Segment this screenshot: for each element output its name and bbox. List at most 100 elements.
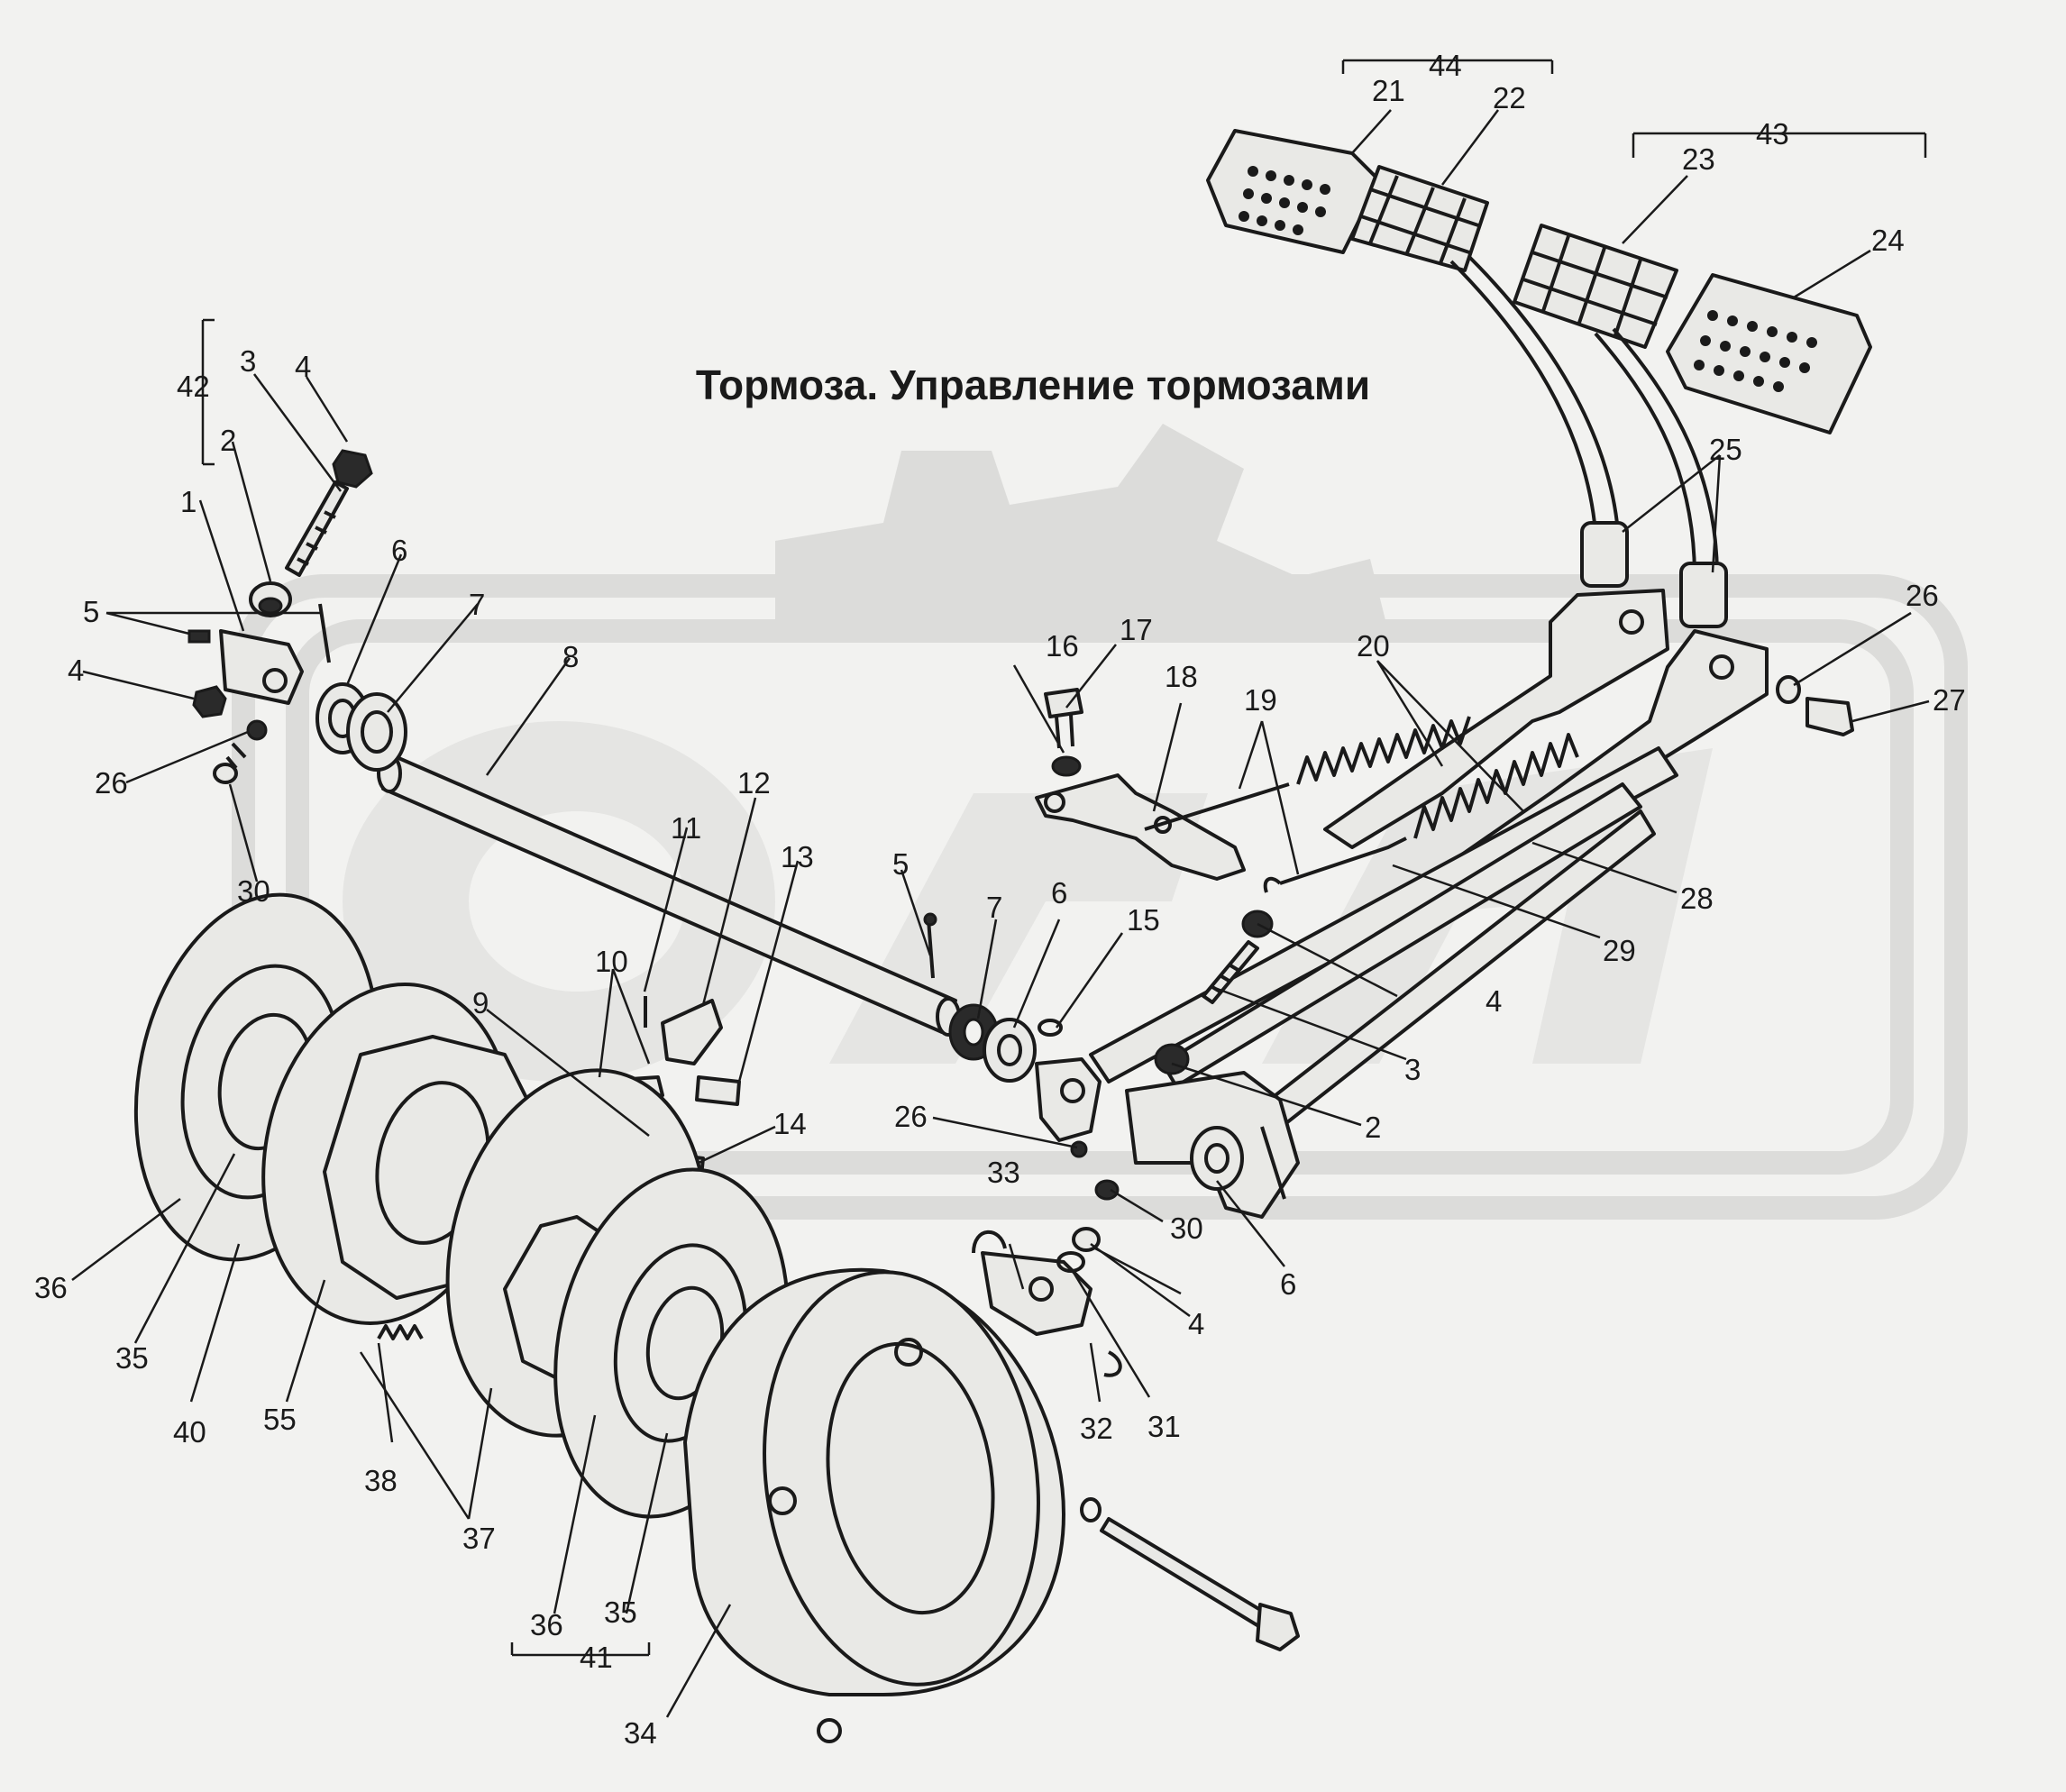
label-5-left: 5 (83, 595, 99, 628)
pedal-pad-22 (1350, 165, 1489, 272)
long-bolt (1080, 1497, 1300, 1651)
lever-right-bracket (1035, 1057, 1102, 1142)
bolt-13 (695, 1075, 741, 1106)
label-14: 14 (773, 1107, 807, 1140)
label-26-right: 26 (1906, 579, 1939, 612)
nut-4-left-top (332, 449, 373, 489)
diagram-title: Тормоза. Управление тормозами (695, 361, 1371, 408)
label-3-right: 3 (1404, 1053, 1421, 1086)
label-18: 18 (1165, 660, 1198, 693)
label-16: 16 (1046, 629, 1079, 663)
label-41: 41 (580, 1641, 613, 1674)
bolt-30-right (1094, 1179, 1120, 1201)
label-33: 33 (987, 1156, 1020, 1189)
pedal-pad-21 (1206, 129, 1381, 254)
label-27: 27 (1933, 683, 1966, 717)
label-1: 1 (180, 485, 197, 518)
label-31: 31 (1147, 1410, 1181, 1443)
washer-26-left (246, 719, 268, 741)
brake-disc-36-left (133, 892, 380, 1262)
label-11: 11 (671, 811, 701, 845)
ring-15 (1038, 1019, 1063, 1037)
label-12: 12 (737, 766, 771, 800)
label-13: 13 (781, 840, 814, 873)
pin-5-middle (923, 912, 937, 979)
washer-26-right (1776, 675, 1801, 704)
label-55: 55 (263, 1403, 297, 1436)
part-labels: 1 2 3 4 42 5 4 26 30 6 7 8 11 12 13 10 9… (34, 49, 1966, 1750)
label-37: 37 (462, 1522, 496, 1555)
label-25: 25 (1709, 433, 1742, 466)
label-8: 8 (562, 640, 579, 673)
label-29: 29 (1603, 934, 1636, 967)
label-21: 21 (1372, 74, 1405, 107)
washer-26-right-lower (1070, 1140, 1088, 1158)
label-20: 20 (1357, 629, 1390, 663)
spring-38 (377, 1324, 424, 1340)
label-22: 22 (1493, 81, 1526, 114)
label-7-left: 7 (469, 588, 485, 621)
label-10: 10 (595, 945, 628, 978)
washer-31 (1056, 1251, 1085, 1273)
label-36-right: 36 (530, 1608, 563, 1641)
bracket-33 (981, 1251, 1092, 1336)
bolt-3-left (285, 480, 349, 577)
label-4-left-top: 4 (295, 350, 311, 383)
label-4-left-bottom: 4 (68, 654, 84, 687)
bushing-6-middle (983, 1018, 1037, 1083)
label-19: 19 (1244, 683, 1277, 717)
bracket-18 (1035, 773, 1246, 881)
spring-32 (972, 1230, 1122, 1377)
label-4-housing: 4 (1188, 1307, 1204, 1340)
label-4-right: 4 (1486, 984, 1502, 1018)
spring-20-upper (1296, 716, 1471, 785)
label-6-middle: 6 (1051, 876, 1067, 910)
pedal-pad-23 (1513, 224, 1678, 349)
nut-2-right (1154, 1043, 1190, 1075)
label-2-left: 2 (220, 424, 236, 457)
label-24: 24 (1871, 224, 1905, 257)
bolt-27 (1805, 697, 1854, 736)
bolt-30-left (213, 742, 247, 784)
label-38: 38 (364, 1464, 398, 1497)
label-30-right: 30 (1170, 1211, 1203, 1245)
pin-5-left (187, 603, 331, 663)
label-43: 43 (1756, 117, 1789, 151)
rod-19 (1144, 782, 1407, 893)
nut-2-left (249, 581, 292, 617)
label-3-left: 3 (240, 344, 256, 378)
label-7-middle: 7 (986, 891, 1002, 924)
leader-lines (71, 59, 1930, 1718)
nut-4-left-bottom (192, 685, 227, 718)
pedal-arm-left (1449, 255, 1629, 588)
label-36-left: 36 (34, 1271, 68, 1304)
label-35-left: 35 (115, 1341, 149, 1375)
label-2-right: 2 (1365, 1111, 1381, 1144)
label-26-left: 26 (95, 766, 128, 800)
label-6-left: 6 (391, 534, 407, 567)
label-23: 23 (1682, 142, 1715, 176)
bracket-2-right (1125, 1071, 1300, 1219)
label-32: 32 (1080, 1412, 1113, 1445)
bushing-7-left (346, 692, 407, 772)
pedal-lever-left (1323, 589, 1669, 849)
bracket-1 (219, 629, 304, 705)
label-28: 28 (1680, 882, 1714, 915)
brake-housing-34 (683, 1267, 1065, 1743)
label-42: 42 (177, 370, 210, 403)
spring-20-lower (1413, 733, 1579, 839)
label-15: 15 (1127, 903, 1160, 937)
label-30-left: 30 (237, 874, 270, 908)
label-35-right: 35 (604, 1595, 637, 1629)
label-40: 40 (173, 1415, 206, 1449)
label-26-middle: 26 (894, 1100, 928, 1133)
label-9: 9 (472, 986, 489, 1019)
label-34: 34 (624, 1716, 657, 1750)
pedal-pad-24 (1666, 273, 1872, 434)
label-6-right: 6 (1280, 1267, 1296, 1301)
label-17: 17 (1120, 613, 1153, 646)
label-5-middle: 5 (892, 847, 909, 881)
label-44: 44 (1429, 49, 1462, 82)
